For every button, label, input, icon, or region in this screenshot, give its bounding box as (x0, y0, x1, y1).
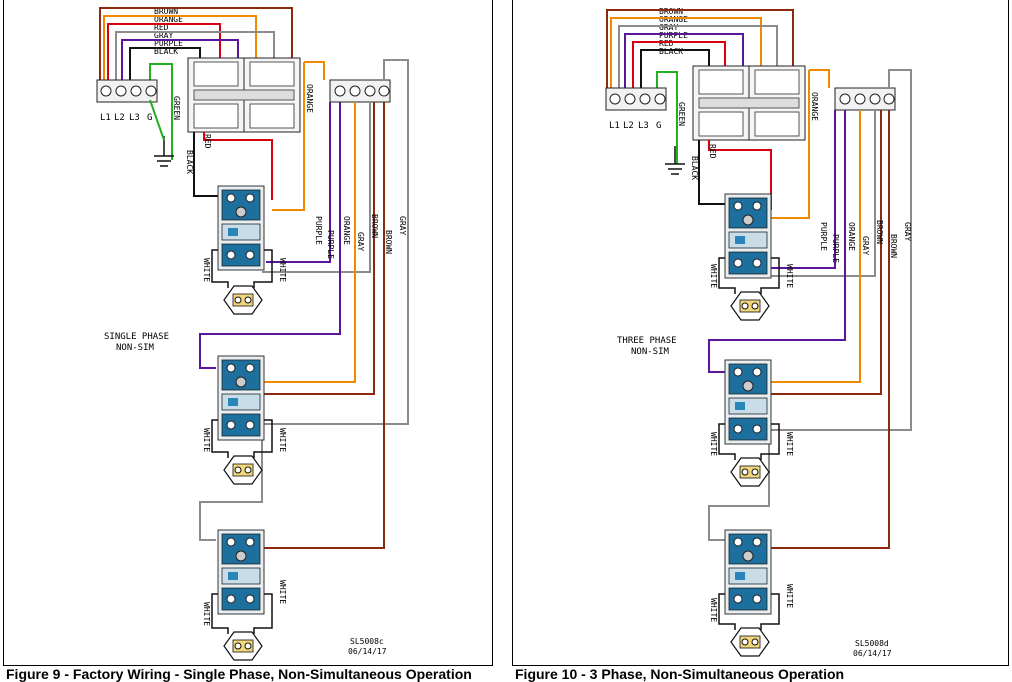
terminal-l3: L3 (129, 113, 140, 123)
label-white-1: WHITE (202, 258, 211, 282)
label-orange-v: ORANGE (810, 92, 819, 121)
label-gray: GRAY (659, 23, 678, 32)
label-gray-v2: GRAY (398, 216, 407, 235)
terminal-g: G (147, 113, 152, 123)
terminal-l2: L2 (623, 121, 634, 131)
heating-element-middle (223, 455, 263, 485)
label-orange: ORANGE (154, 15, 183, 24)
figure-9-wiring-diagram: BROWN ORANGE RED GRAY PURPLE BLACK L1 L2… (96, 7, 409, 661)
heating-element-upper (730, 291, 770, 321)
thermostat-upper (724, 193, 772, 279)
label-white-3: WHITE (202, 428, 211, 452)
figure-10-wiring-diagram: BROWN ORANGE GRAY PURPLE RED BLACK L1 L2… (605, 7, 912, 658)
input-terminal-block (96, 79, 158, 103)
terminal-l1: L1 (609, 121, 620, 131)
label-black: BLACK (659, 47, 683, 56)
label-gray-v: GRAY (356, 232, 365, 251)
label-gray-v: GRAY (861, 236, 870, 255)
contactor-block (187, 57, 301, 133)
ground-symbol-2 (665, 146, 685, 175)
contactor-block-2 (692, 65, 806, 141)
label-white-2: WHITE (278, 258, 287, 282)
label-white-4: WHITE (278, 428, 287, 452)
mode-line-2: NON-SIM (631, 347, 670, 357)
wire-runs-2 (698, 69, 912, 549)
thermostat-middle (724, 359, 772, 445)
label-white-1: WHITE (709, 264, 718, 288)
terminal-labels-2: L1 L2 L3 G (609, 121, 661, 131)
element-leads (211, 249, 273, 634)
drawing-date: 06/14/17 (853, 649, 892, 658)
label-red: RED (659, 39, 674, 48)
label-brown-v: BROWN (875, 220, 884, 244)
heating-element-lower (730, 627, 770, 657)
label-gray-v2: GRAY (903, 222, 912, 241)
heating-element-middle (730, 457, 770, 487)
thermostat-upper (217, 185, 265, 271)
input-terminal-block-2 (605, 87, 667, 111)
label-purple: PURPLE (659, 31, 688, 40)
figure-9-caption: Figure 9 - Factory Wiring - Single Phase… (6, 666, 472, 682)
label-brown: BROWN (659, 7, 683, 16)
terminal-l3: L3 (638, 121, 649, 131)
label-purple: PURPLE (154, 39, 183, 48)
label-orange-v2: ORANGE (342, 216, 351, 245)
mode-line-1: SINGLE PHASE (104, 332, 169, 342)
label-black-v: BLACK (185, 150, 194, 174)
terminal-strip-2 (834, 87, 896, 111)
drawing-number: SL5008d (855, 639, 889, 648)
label-white-6: WHITE (278, 580, 287, 604)
label-orange-v: ORANGE (305, 84, 314, 113)
top-wire-labels-2: BROWN ORANGE GRAY PURPLE RED BLACK (659, 7, 688, 56)
figure-9-panel: BROWN ORANGE RED GRAY PURPLE BLACK L1 L2… (3, 0, 493, 666)
label-brown-v2: BROWN (889, 234, 898, 258)
figure-10-caption: Figure 10 - 3 Phase, Non-Simultaneous Op… (515, 666, 845, 682)
terminal-labels: L1 L2 L3 G (100, 113, 152, 123)
label-white-4: WHITE (785, 432, 794, 456)
element-leads-2 (718, 257, 780, 630)
drawing-number: SL5008c (350, 637, 384, 646)
vertical-labels-2: ORANGE RED BLACK PURPLE PURPLE ORANGE GR… (690, 92, 912, 622)
thermostat-lower (217, 529, 265, 615)
label-purple-v2: PURPLE (326, 230, 335, 259)
label-purple-v1: PURPLE (819, 222, 828, 251)
label-black-v: BLACK (690, 156, 699, 180)
label-purple-v2: PURPLE (831, 234, 840, 263)
thermostat-lower (724, 529, 772, 615)
figure-10-panel: BROWN ORANGE GRAY PURPLE RED BLACK L1 L2… (512, 0, 1009, 666)
terminal-strip (329, 79, 391, 103)
label-black: BLACK (154, 47, 178, 56)
mode-line-1: THREE PHASE (617, 336, 677, 346)
label-brown-v: BROWN (370, 214, 379, 238)
label-brown: BROWN (154, 7, 178, 16)
label-green: GREEN (172, 96, 181, 120)
label-green: GREEN (677, 102, 686, 126)
label-red: RED (154, 23, 169, 32)
label-purple-v1: PURPLE (314, 216, 323, 245)
top-wires (99, 7, 293, 160)
top-wires-2 (606, 9, 794, 164)
label-brown-v2: BROWN (384, 230, 393, 254)
terminal-g: G (656, 121, 661, 131)
label-white-6: WHITE (785, 584, 794, 608)
vertical-labels: ORANGE RED BLACK PURPLE PURPLE ORANGE GR… (185, 84, 407, 626)
mode-line-2: NON-SIM (116, 343, 155, 353)
label-red-v: RED (708, 144, 717, 159)
label-white-2: WHITE (785, 264, 794, 288)
drawing-date: 06/14/17 (348, 647, 387, 656)
heating-element-upper (223, 285, 263, 315)
wire-runs (193, 59, 409, 549)
label-orange-v2: ORANGE (847, 222, 856, 251)
label-white-5: WHITE (202, 602, 211, 626)
label-white-5: WHITE (709, 598, 718, 622)
thermostat-middle (217, 355, 265, 441)
label-orange: ORANGE (659, 15, 688, 24)
label-gray: GRAY (154, 31, 173, 40)
heating-element-lower (223, 631, 263, 661)
terminal-l1: L1 (100, 113, 111, 123)
terminal-l2: L2 (114, 113, 125, 123)
label-red-v: RED (203, 134, 212, 149)
label-white-3: WHITE (709, 432, 718, 456)
top-wire-labels: BROWN ORANGE RED GRAY PURPLE BLACK (154, 7, 183, 56)
